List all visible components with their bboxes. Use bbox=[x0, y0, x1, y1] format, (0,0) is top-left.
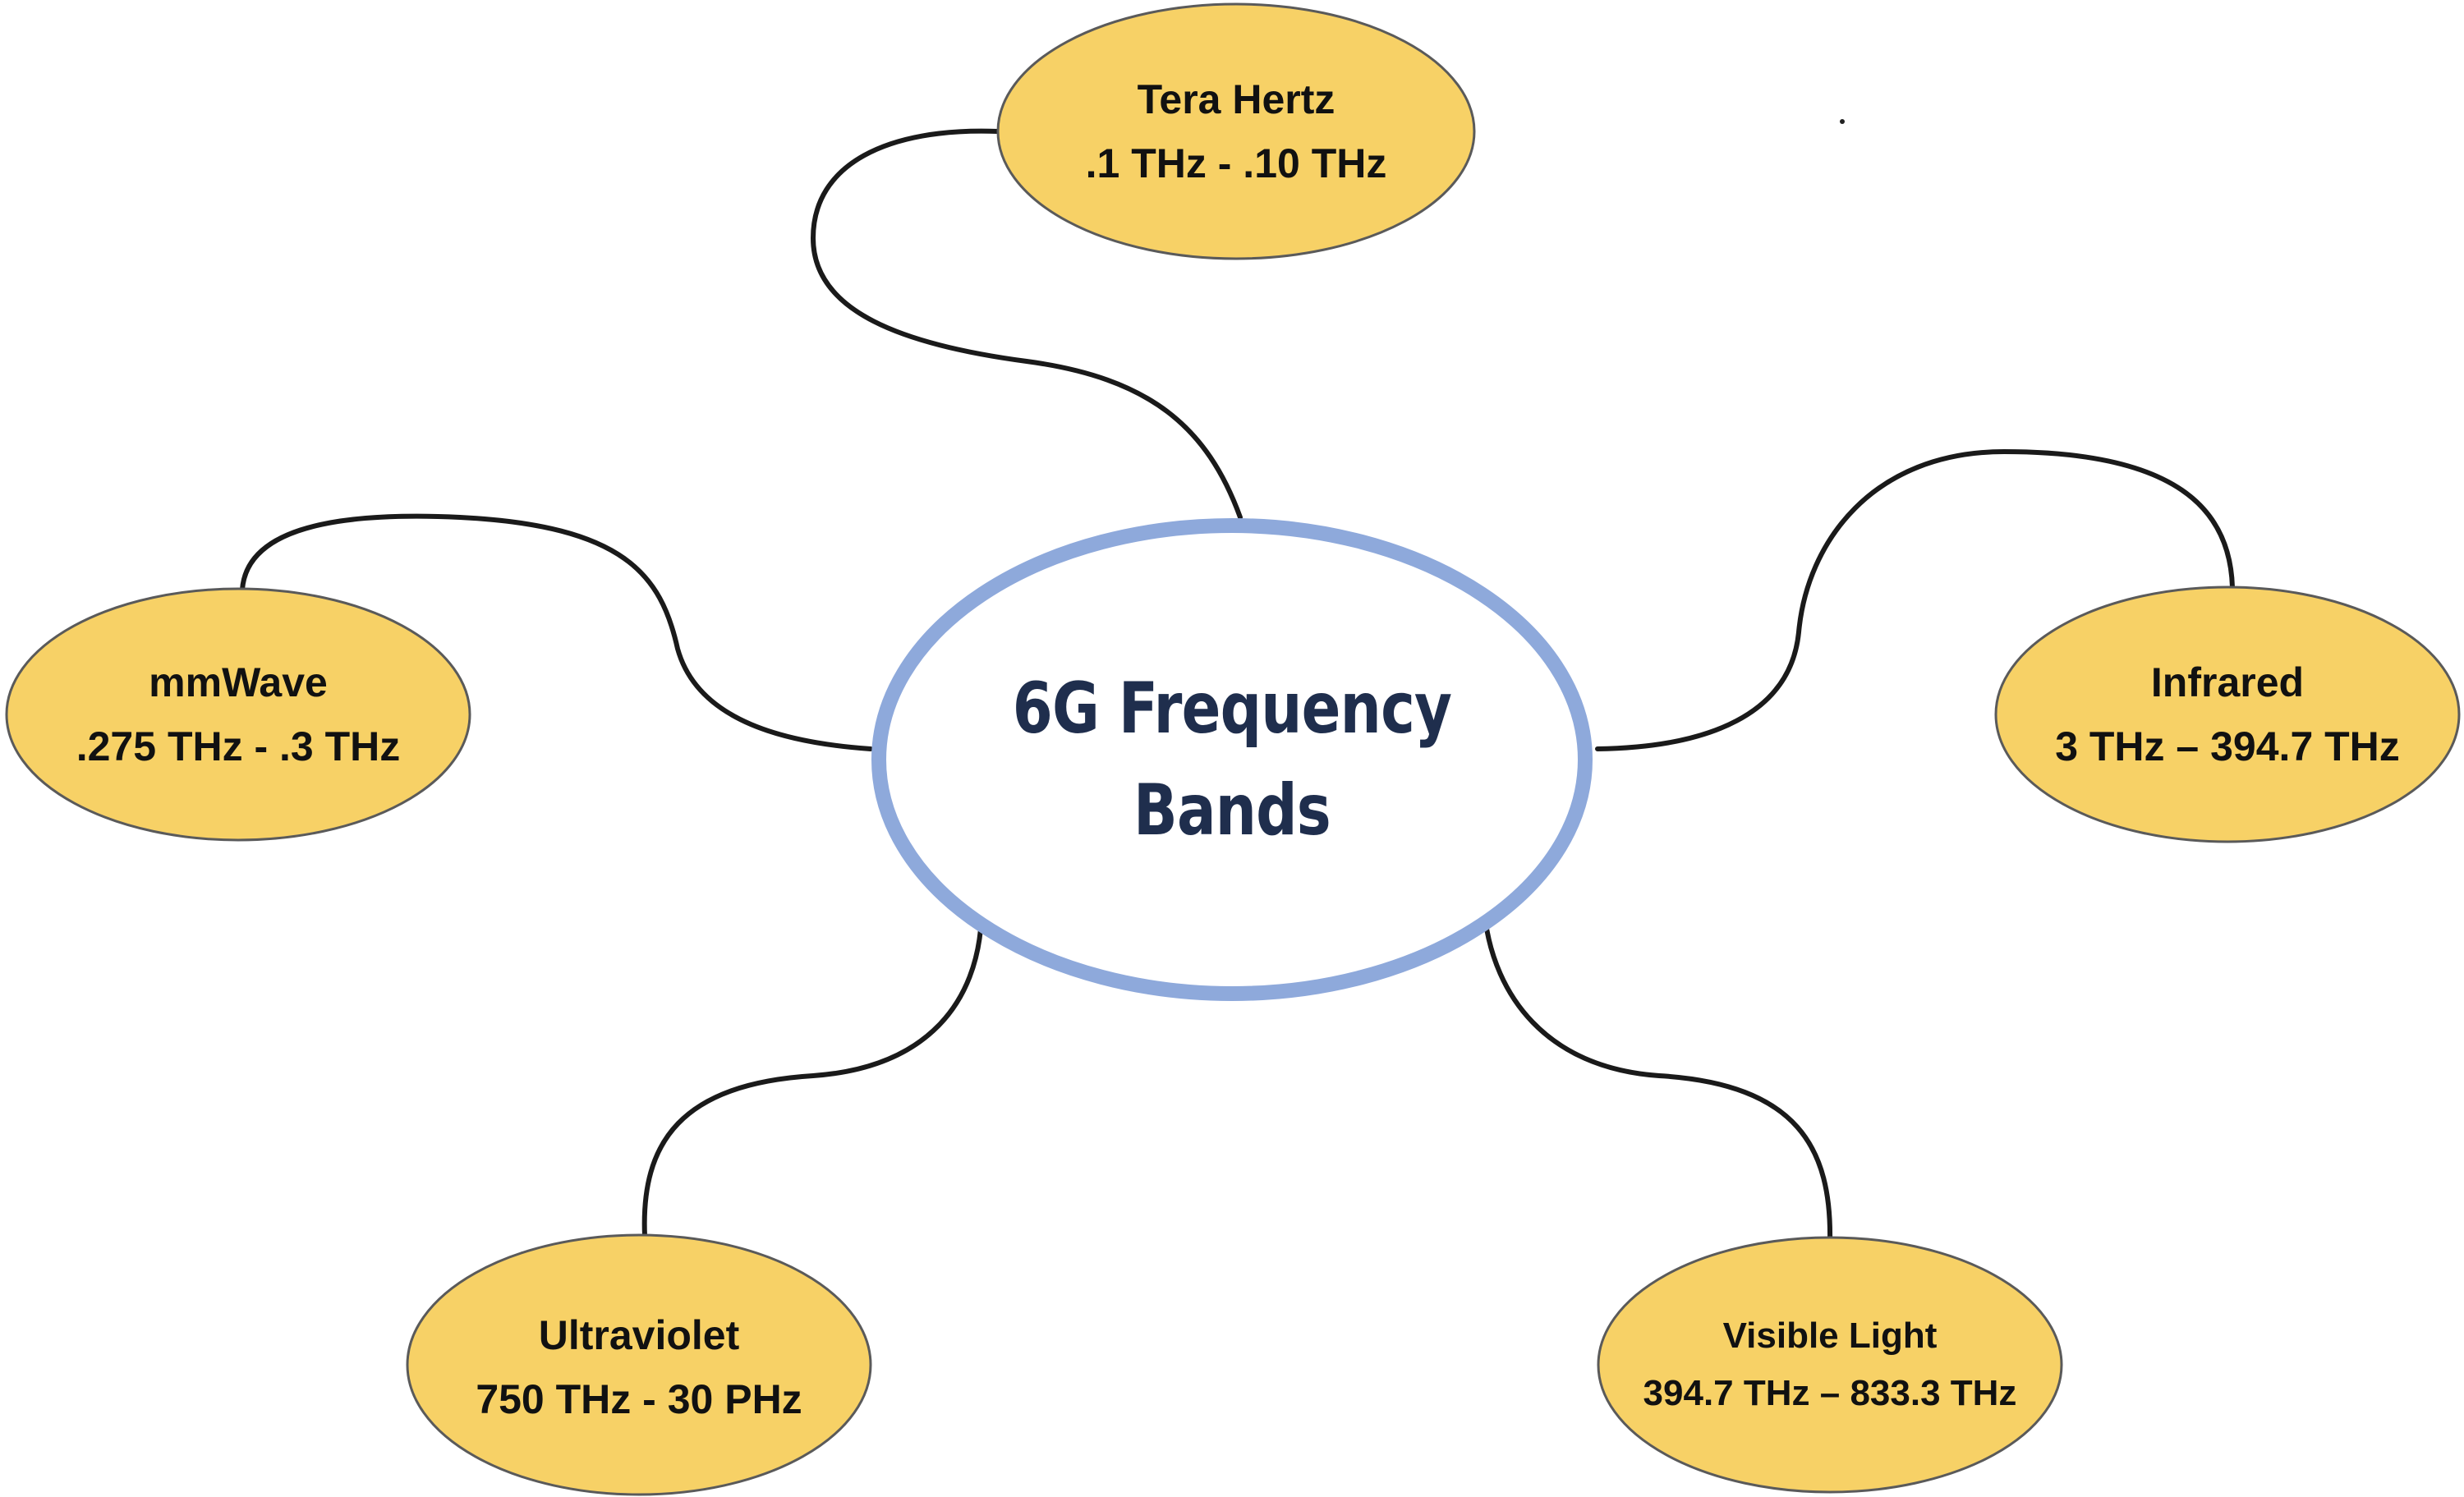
band-name: Visible Light bbox=[1722, 1316, 1938, 1356]
label-mmwave: mmWave .275 THz - .3 THz bbox=[25, 649, 452, 780]
band-range: .1 THz - .10 THz bbox=[1085, 140, 1387, 186]
center-title-line-2: Bands bbox=[1133, 769, 1331, 852]
node-tera-hertz bbox=[996, 2, 1476, 260]
connector-tera-hertz bbox=[810, 128, 1243, 520]
connector-infrared bbox=[1595, 448, 2235, 751]
label-ultraviolet: Ultraviolet 750 THz - 30 PHz bbox=[425, 1302, 853, 1433]
band-name: Tera Hertz bbox=[1137, 76, 1335, 122]
band-range: 394.7 THz – 833.3 THz bbox=[1643, 1373, 2017, 1413]
node-infrared bbox=[1994, 585, 2461, 843]
label-tera-hertz: Tera Hertz .1 THz - .10 THz bbox=[1023, 66, 1450, 197]
band-name: Ultraviolet bbox=[538, 1312, 740, 1358]
center-node bbox=[871, 518, 1593, 1001]
band-range: 750 THz - 30 PHz bbox=[476, 1376, 802, 1422]
stray-dot-mark bbox=[1840, 119, 1845, 124]
band-range: 3 THz – 394.7 THz bbox=[2055, 723, 2400, 769]
connector-visible-light bbox=[1483, 916, 1833, 1244]
node-ultraviolet bbox=[406, 1233, 872, 1496]
center-title: 6G Frequency Bands bbox=[1009, 649, 1454, 870]
center-title-line-1: 6G Frequency bbox=[1012, 668, 1452, 750]
band-name: Infrared bbox=[2150, 659, 2305, 705]
node-visible-light bbox=[1597, 1236, 2063, 1494]
band-name: mmWave bbox=[149, 659, 328, 705]
label-infrared: Infrared 3 THz – 394.7 THz bbox=[2014, 649, 2441, 780]
label-visible-light: Visible Light 394.7 THz – 833.3 THz bbox=[1608, 1307, 2052, 1422]
connector-mmwave bbox=[240, 513, 873, 751]
band-range: .275 THz - .3 THz bbox=[76, 723, 401, 769]
connector-ultraviolet bbox=[641, 916, 984, 1238]
node-mmwave bbox=[5, 587, 471, 842]
